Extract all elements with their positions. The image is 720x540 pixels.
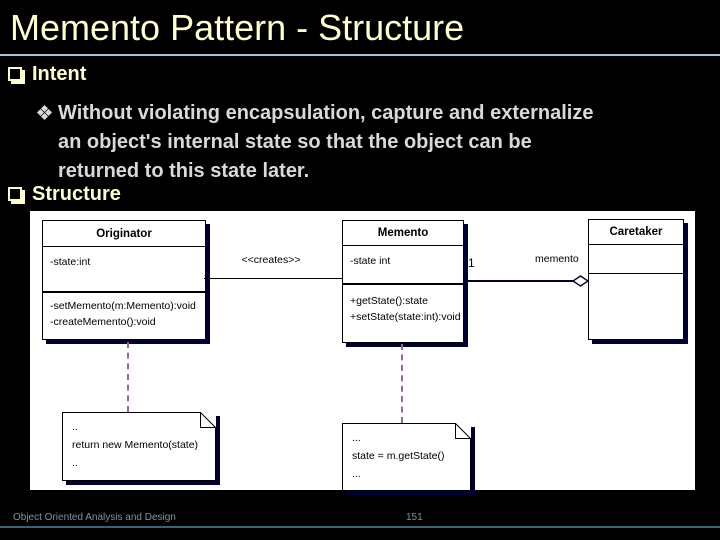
note-fold-icon — [200, 412, 216, 428]
class-attributes — [589, 245, 683, 274]
note-fold-icon — [455, 423, 471, 439]
note-line: .. — [72, 421, 78, 433]
title-divider — [0, 54, 720, 56]
note-get-state: ... state = m.getState() ... — [342, 423, 471, 491]
intent-line: Without violating encapsulation, capture… — [36, 99, 698, 128]
role-label: memento — [535, 253, 579, 265]
note-anchor-line — [401, 344, 403, 423]
class-attributes: -state:int — [43, 247, 205, 293]
square-bullet-icon — [8, 186, 22, 201]
intent-line-text: an object's internal state so that the o… — [58, 131, 532, 153]
class-attribute: -state:int — [50, 256, 91, 268]
creates-association-line — [204, 278, 342, 279]
aggregation-line — [467, 280, 573, 282]
class-caretaker: Caretaker — [588, 219, 684, 340]
class-originator: Originator -state:int -setMemento(m:Meme… — [42, 220, 206, 340]
footer-page-number: 151 — [406, 512, 423, 523]
class-method: -setMemento(m:Memento):void — [50, 300, 196, 312]
class-methods: -setMemento(m:Memento):void -createMemen… — [43, 293, 205, 339]
class-name: Caretaker — [589, 220, 683, 245]
creates-label: <<creates>> — [241, 254, 301, 266]
page-title: Memento Pattern - Structure — [10, 7, 465, 48]
class-methods: +getState():state +setState(state:int):v… — [343, 285, 463, 342]
note-create-memento: .. return new Memento(state) .. — [62, 412, 216, 481]
class-method: +getState():state — [350, 295, 428, 307]
structure-heading: Structure — [8, 183, 121, 206]
uml-diagram-panel: Originator -state:int -setMemento(m:Meme… — [30, 211, 695, 491]
class-attributes: -state int — [343, 246, 463, 285]
note-line: .. — [72, 457, 78, 469]
class-name: Originator — [43, 221, 205, 247]
class-method: +setState(state:int):void — [350, 311, 461, 323]
diamond-bullet-icon — [36, 104, 53, 121]
intent-heading: Intent — [8, 63, 86, 86]
note-line: ... — [352, 468, 361, 480]
class-attribute: -state int — [350, 255, 391, 267]
note-line: state = m.getState() — [352, 450, 445, 462]
class-methods — [589, 274, 683, 339]
note-anchor-line — [127, 342, 129, 412]
intent-line-text: Without violating encapsulation, capture… — [58, 102, 594, 124]
class-name: Memento — [343, 221, 463, 246]
structure-label: Structure — [32, 183, 121, 205]
square-bullet-icon — [8, 66, 22, 81]
footer-course: Object Oriented Analysis and Design — [13, 512, 176, 523]
class-memento: Memento -state int +getState():state +se… — [342, 220, 464, 343]
aggregation-diamond-icon — [572, 275, 589, 287]
class-method: -createMemento():void — [50, 316, 156, 328]
intent-label: Intent — [32, 63, 87, 85]
multiplicity-label: 1 — [468, 256, 475, 270]
note-line: return new Memento(state) — [72, 439, 199, 451]
footer-divider — [0, 526, 720, 528]
intent-line-text: returned to this state later. — [58, 160, 310, 182]
intent-paragraph: Without violating encapsulation, capture… — [36, 99, 698, 186]
note-line: ... — [352, 432, 361, 444]
